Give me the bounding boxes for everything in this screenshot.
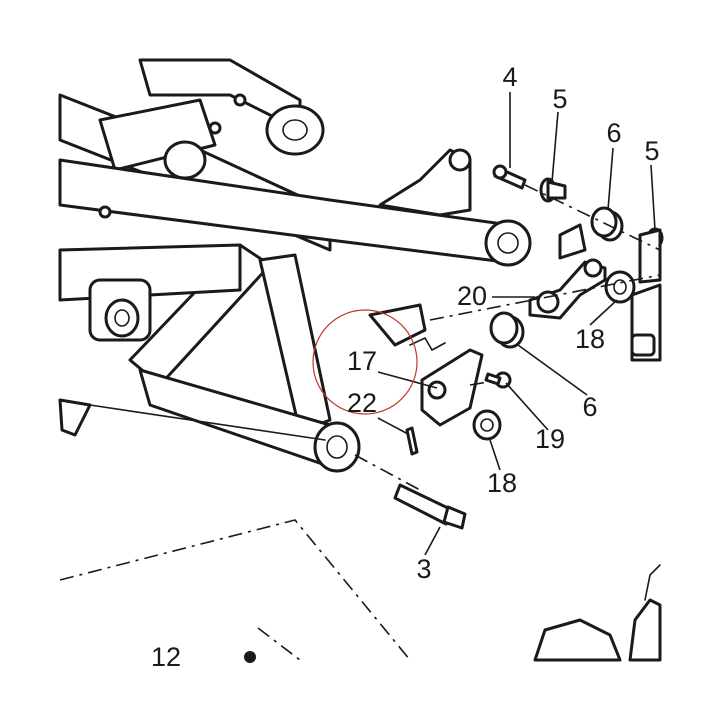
screw-part-4 (492, 164, 527, 190)
callout-20: 20 (457, 281, 487, 311)
exploded-parts (244, 164, 664, 663)
assembly-axes (59, 184, 661, 661)
callout-4: 4 (502, 62, 517, 92)
callout-22: 22 (347, 388, 377, 418)
bolt-part-19 (484, 371, 512, 389)
bracket-part-17 (409, 336, 484, 427)
callout-12: 12 (151, 642, 181, 672)
leader-lines (377, 92, 656, 556)
callout-6: 6 (606, 118, 621, 148)
callout-6-lower: 6 (582, 392, 597, 422)
callout-5: 5 (552, 84, 567, 114)
lower-right-component (533, 564, 662, 662)
pin-part-22 (405, 426, 419, 456)
bushing-part-5a (539, 177, 567, 203)
callout-19: 19 (535, 424, 565, 454)
part-12-nub (244, 651, 256, 663)
callout-17: 17 (347, 346, 377, 376)
bracket-part-20 (528, 223, 607, 320)
gear-part-6b (489, 311, 525, 349)
callout-labels: 4 5 6 5 20 18 17 22 6 19 18 3 12 (151, 62, 660, 672)
right-assembly (630, 228, 662, 362)
spacer-part-18a (604, 270, 636, 304)
highlight-circle (312, 309, 418, 415)
bolt-part-3 (393, 483, 467, 530)
callout-18-upper: 18 (575, 324, 605, 354)
spacer-part-18b (472, 409, 502, 441)
callout-18-lower: 18 (487, 468, 517, 498)
frame-assembly (58, 58, 532, 473)
callout-5-right: 5 (644, 136, 659, 166)
callout-3: 3 (416, 554, 431, 584)
